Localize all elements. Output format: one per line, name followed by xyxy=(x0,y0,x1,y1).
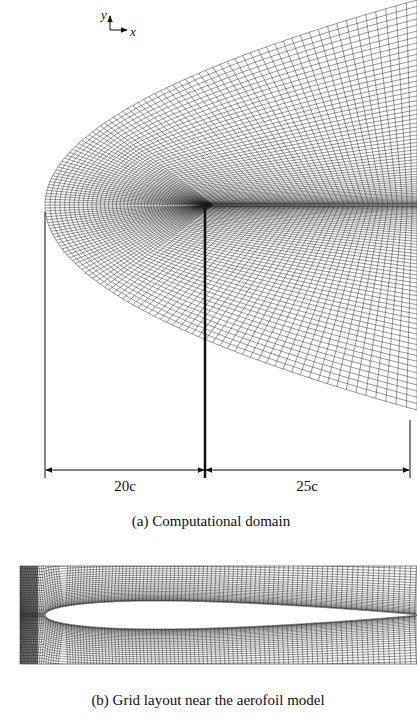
grid-lines xyxy=(20,566,417,664)
dense-grid-region xyxy=(20,566,38,664)
grid-lines xyxy=(45,0,417,410)
dimension-line xyxy=(46,470,204,471)
caption: (a) Computational domain xyxy=(132,513,290,530)
axis-label: x xyxy=(130,25,136,39)
axis-arrow xyxy=(110,16,111,30)
axis-arrow xyxy=(110,30,127,31)
dimension-line xyxy=(206,470,409,471)
c-grid-mesh xyxy=(45,0,417,410)
aerofoil-grid xyxy=(20,566,417,664)
axis-label: y xyxy=(101,8,107,22)
dimension-tick xyxy=(410,420,411,478)
dimension-label: 20c xyxy=(114,478,136,495)
caption: (b) Grid layout near the aerofoil model xyxy=(91,692,324,709)
dimension-tick xyxy=(204,208,207,478)
dimension-label: 25c xyxy=(296,478,318,495)
dimension-tick xyxy=(45,212,46,478)
panel-frame xyxy=(20,566,417,664)
aerofoil-profile xyxy=(45,601,417,629)
